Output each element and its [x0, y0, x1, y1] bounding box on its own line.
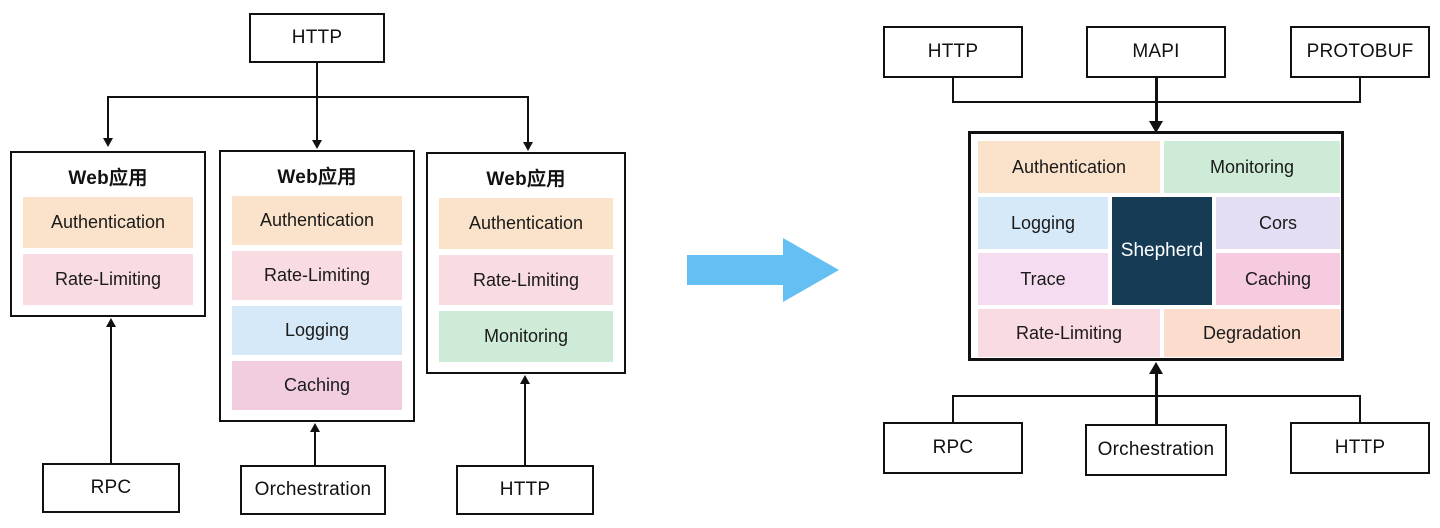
- node-label: PROTOBUF: [1306, 41, 1414, 62]
- gateway-cell-label: Monitoring: [1209, 156, 1295, 177]
- gateway-cell-label: Trace: [1020, 268, 1066, 289]
- left-backend-rpc[interactable]: RPC: [42, 463, 180, 513]
- node-label: RPC: [932, 437, 974, 458]
- middleware-monitoring[interactable]: Monitoring: [439, 311, 613, 363]
- right-bottom-trunk-line: [1155, 373, 1158, 433]
- gateway-core-label: Shepherd: [1120, 240, 1204, 261]
- middleware-label: Rate-Limiting: [54, 269, 162, 289]
- node-label: HTTP: [1334, 437, 1386, 458]
- left-branch-arrow-1: [103, 138, 113, 147]
- node-label: HTTP: [499, 479, 551, 500]
- gateway-cell-label: Authentication: [1011, 156, 1127, 177]
- right-backend-rpc[interactable]: RPC: [883, 422, 1023, 474]
- gateway-cell-label: Cors: [1258, 212, 1297, 233]
- right-top-trunk-arrow: [1149, 121, 1163, 133]
- gateway-cell-cors[interactable]: Cors: [1216, 197, 1340, 249]
- gateway-cell-logging[interactable]: Logging: [978, 197, 1108, 249]
- gateway-core-shepherd[interactable]: Shepherd: [1112, 197, 1212, 305]
- middleware-logging[interactable]: Logging: [232, 306, 402, 355]
- gateway-cell-label: Degradation: [1202, 322, 1302, 343]
- left-backend-arrow-2: [310, 423, 320, 432]
- middleware-authentication[interactable]: Authentication: [23, 197, 193, 248]
- web-app-box-2[interactable]: Web应用 Authentication Rate-Limiting Loggi…: [219, 150, 415, 422]
- left-backend-line-3: [524, 384, 526, 465]
- middleware-authentication[interactable]: Authentication: [232, 196, 402, 245]
- left-backend-arrow-3: [520, 375, 530, 384]
- web-app-box-3[interactable]: Web应用 Authentication Rate-Limiting Monit…: [426, 152, 626, 374]
- middleware-label: Rate-Limiting: [472, 269, 580, 290]
- middleware-caching[interactable]: Caching: [232, 361, 402, 410]
- gateway-cell-label: Logging: [1010, 212, 1076, 233]
- left-branch-arrow-2: [312, 140, 322, 149]
- shepherd-gateway-panel[interactable]: Authentication Monitoring Logging Cors T…: [968, 131, 1344, 361]
- web-app-title: Web应用: [486, 169, 566, 190]
- left-branch-line-1: [107, 96, 109, 140]
- node-label: MAPI: [1132, 41, 1180, 62]
- right-top-source-http[interactable]: HTTP: [883, 26, 1023, 78]
- gateway-cell-monitoring[interactable]: Monitoring: [1164, 141, 1340, 193]
- web-app-title: Web应用: [277, 167, 357, 188]
- gateway-cell-trace[interactable]: Trace: [978, 253, 1108, 305]
- left-top-source-http[interactable]: HTTP: [249, 13, 385, 63]
- left-branch-line-2: [316, 96, 318, 142]
- left-trunk-line: [316, 63, 318, 97]
- node-label: Orchestration: [1097, 439, 1215, 460]
- right-backend-orchestration[interactable]: Orchestration: [1085, 424, 1227, 476]
- right-bottom-trunk-arrow: [1149, 362, 1163, 374]
- node-label: Orchestration: [254, 479, 372, 500]
- left-backend-http[interactable]: HTTP: [456, 465, 594, 515]
- right-top-trunk-line: [1155, 78, 1158, 125]
- gateway-cell-label: Rate-Limiting: [1015, 322, 1123, 343]
- left-backend-line-2: [314, 432, 316, 465]
- node-label: HTTP: [927, 41, 979, 62]
- gateway-cell-degradation[interactable]: Degradation: [1164, 309, 1340, 357]
- left-backend-arrow-1: [106, 318, 116, 327]
- middleware-rate-limiting[interactable]: Rate-Limiting: [232, 251, 402, 300]
- right-top-stub-protobuf: [1359, 78, 1361, 102]
- middleware-rate-limiting[interactable]: Rate-Limiting: [439, 254, 613, 306]
- gateway-cell-caching[interactable]: Caching: [1216, 253, 1340, 305]
- web-app-box-1[interactable]: Web应用 Authentication Rate-Limiting: [10, 151, 206, 317]
- left-branch-line-3: [527, 96, 529, 144]
- node-label: HTTP: [291, 27, 343, 48]
- middleware-label: Authentication: [468, 212, 584, 233]
- right-top-source-mapi[interactable]: MAPI: [1086, 26, 1226, 78]
- right-bottom-stub-rpc: [952, 395, 954, 423]
- gateway-cell-authentication[interactable]: Authentication: [978, 141, 1160, 193]
- left-branch-arrow-3: [523, 142, 533, 151]
- middleware-label: Monitoring: [483, 326, 569, 347]
- middleware-rate-limiting[interactable]: Rate-Limiting: [23, 254, 193, 305]
- right-top-stub-http: [952, 78, 954, 102]
- right-bottom-merge-bar: [952, 395, 1361, 397]
- gateway-cell-label: Caching: [1244, 268, 1312, 289]
- left-backend-line-1: [110, 327, 112, 463]
- web-app-title: Web应用: [68, 168, 148, 189]
- gateway-cell-rate-limiting[interactable]: Rate-Limiting: [978, 309, 1160, 357]
- middleware-label: Caching: [283, 375, 351, 395]
- left-backend-orchestration[interactable]: Orchestration: [240, 465, 386, 515]
- transition-right-arrow-icon: [687, 238, 839, 302]
- right-bottom-stub-http: [1359, 395, 1361, 423]
- middleware-label: Rate-Limiting: [263, 265, 371, 285]
- right-backend-http[interactable]: HTTP: [1290, 422, 1430, 474]
- shepherd-grid: Authentication Monitoring Logging Cors T…: [978, 141, 1340, 357]
- middleware-label: Logging: [284, 320, 350, 340]
- right-top-source-protobuf[interactable]: PROTOBUF: [1290, 26, 1430, 78]
- middleware-label: Authentication: [259, 210, 375, 230]
- middleware-authentication[interactable]: Authentication: [439, 198, 613, 249]
- middleware-label: Authentication: [50, 212, 166, 232]
- node-label: RPC: [90, 477, 132, 498]
